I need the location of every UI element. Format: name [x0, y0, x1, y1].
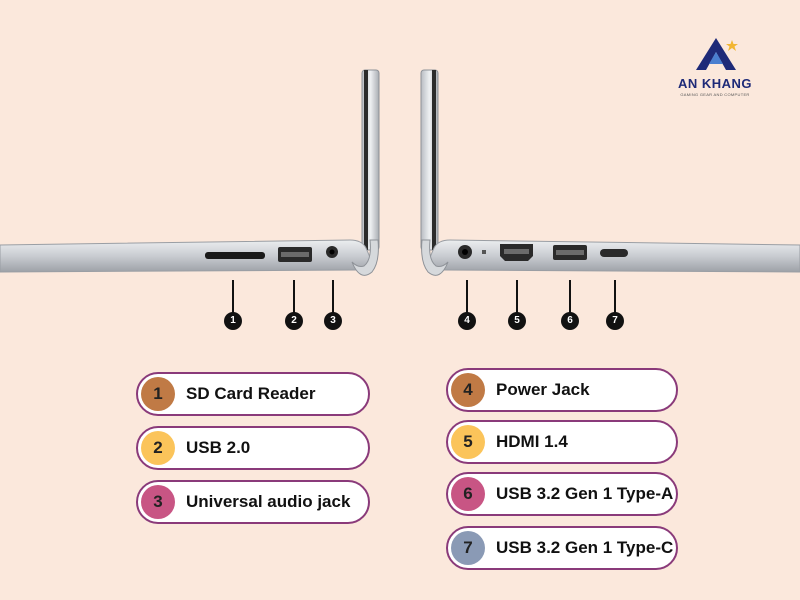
port-marker-4: 4: [458, 312, 476, 330]
legend-item-hdmi: 5 HDMI 1.4: [446, 420, 678, 464]
legend-item-audio-jack: 3 Universal audio jack: [136, 480, 370, 524]
laptop-side-views: [0, 69, 800, 276]
laptop-right-side: [420, 69, 800, 276]
legend-item-usb-a: 6 USB 3.2 Gen 1 Type-A: [446, 472, 678, 516]
legend-label: HDMI 1.4: [496, 432, 568, 451]
legend-number-badge: 3: [141, 485, 175, 519]
port-marker-3: 3: [324, 312, 342, 330]
legend-label: SD Card Reader: [186, 384, 316, 403]
legend-label: USB 3.2 Gen 1 Type-A: [496, 484, 674, 503]
brand-logo: AN KHANG GAMING GEAR AND COMPUTER: [672, 36, 762, 106]
legend-label: USB 2.0: [186, 438, 251, 457]
logo-tagline: GAMING GEAR AND COMPUTER: [680, 92, 750, 97]
legend-label: USB 3.2 Gen 1 Type-C: [496, 538, 674, 557]
legend-item-power-jack: 4 Power Jack: [446, 368, 678, 412]
legend-number-badge: 6: [451, 477, 485, 511]
legend-number-badge: 4: [451, 373, 485, 407]
legend-number-badge: 5: [451, 425, 485, 459]
legend-label: Power Jack: [496, 380, 590, 399]
legend-item-usb-2: 2 USB 2.0: [136, 426, 370, 470]
logo-mark-icon: [696, 38, 738, 70]
sd-card-slot: [205, 252, 265, 259]
usb-c-port: [600, 249, 628, 257]
legend-number-badge: 7: [451, 531, 485, 565]
legend-item-sd-card-reader: 1 SD Card Reader: [136, 372, 370, 416]
port-marker-7: 7: [606, 312, 624, 330]
port-marker-2: 2: [285, 312, 303, 330]
legend-number-badge: 2: [141, 431, 175, 465]
legend-label: Universal audio jack: [186, 492, 351, 511]
legend-item-usb-c: 7 USB 3.2 Gen 1 Type-C: [446, 526, 678, 570]
legend-number-badge: 1: [141, 377, 175, 411]
port-marker-1: 1: [224, 312, 242, 330]
laptop-left-side: [0, 69, 380, 276]
logo-brand-text: AN KHANG: [677, 76, 753, 91]
port-marker-6: 6: [561, 312, 579, 330]
port-marker-5: 5: [508, 312, 526, 330]
